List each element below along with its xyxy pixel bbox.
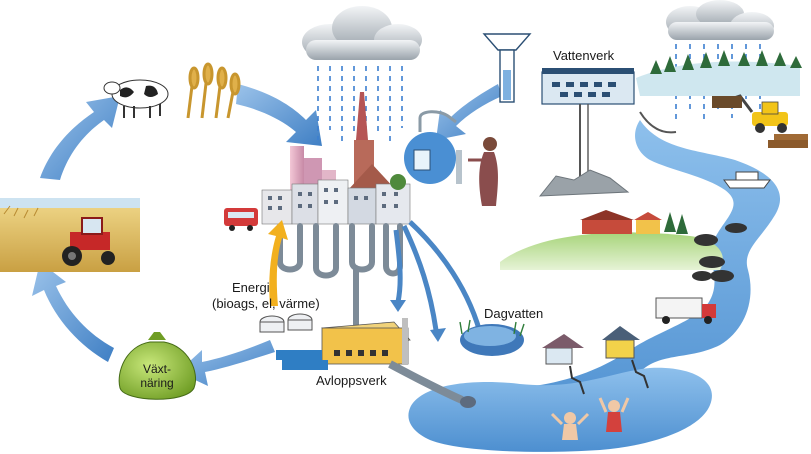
cattle bbox=[692, 223, 747, 282]
rocks bbox=[538, 169, 630, 197]
forest-trees bbox=[650, 50, 802, 74]
stormwater-arrowhead-3 bbox=[390, 300, 406, 312]
stormwater-arrowhead-1 bbox=[430, 328, 446, 342]
tap-scene bbox=[404, 110, 498, 206]
digger bbox=[712, 94, 808, 148]
arrow-food-to-city bbox=[236, 84, 322, 146]
waterworks bbox=[541, 68, 635, 186]
houses bbox=[542, 326, 649, 395]
arrow-waterworks-to-tap bbox=[436, 84, 502, 140]
water-tower bbox=[482, 33, 532, 103]
boat bbox=[723, 171, 771, 189]
bus bbox=[224, 208, 258, 231]
swimmers bbox=[550, 397, 630, 440]
green-hill bbox=[500, 232, 723, 270]
cloud-forest bbox=[666, 0, 774, 40]
label-vaxtnaring-2: näring bbox=[140, 376, 174, 390]
label-energi: Energi bbox=[232, 280, 270, 295]
cloud-city bbox=[302, 6, 422, 60]
wheat-icon bbox=[186, 62, 241, 119]
cow bbox=[103, 79, 169, 118]
arrow-sewage-to-nutrient bbox=[178, 340, 275, 386]
truck bbox=[655, 297, 716, 324]
farm bbox=[580, 210, 688, 234]
outflow-mouth bbox=[460, 396, 476, 408]
forest-hill bbox=[636, 61, 800, 96]
city bbox=[261, 92, 411, 225]
lake bbox=[408, 367, 712, 452]
stormwater-pond bbox=[459, 319, 525, 356]
pipe-forest bbox=[639, 111, 677, 134]
energy-arrow bbox=[268, 220, 288, 306]
arrow-field-to-food bbox=[40, 96, 120, 180]
nutrient-bag bbox=[118, 332, 196, 400]
label-energi-detail: (bioags, el, värme) bbox=[212, 296, 320, 311]
stormwater-arrows bbox=[393, 220, 485, 341]
label-vaxtnaring-1: Växt- bbox=[142, 362, 171, 376]
sewage-works bbox=[259, 313, 411, 370]
arrow-nutrient-to-field bbox=[32, 262, 114, 362]
outflow-pipe bbox=[388, 360, 464, 404]
tractor bbox=[62, 217, 115, 266]
label-vattenverk: Vattenverk bbox=[553, 48, 615, 63]
label-avloppsverk: Avloppsverk bbox=[316, 373, 387, 388]
rain-city bbox=[317, 66, 403, 150]
label-dagvatten: Dagvatten bbox=[484, 306, 544, 321]
